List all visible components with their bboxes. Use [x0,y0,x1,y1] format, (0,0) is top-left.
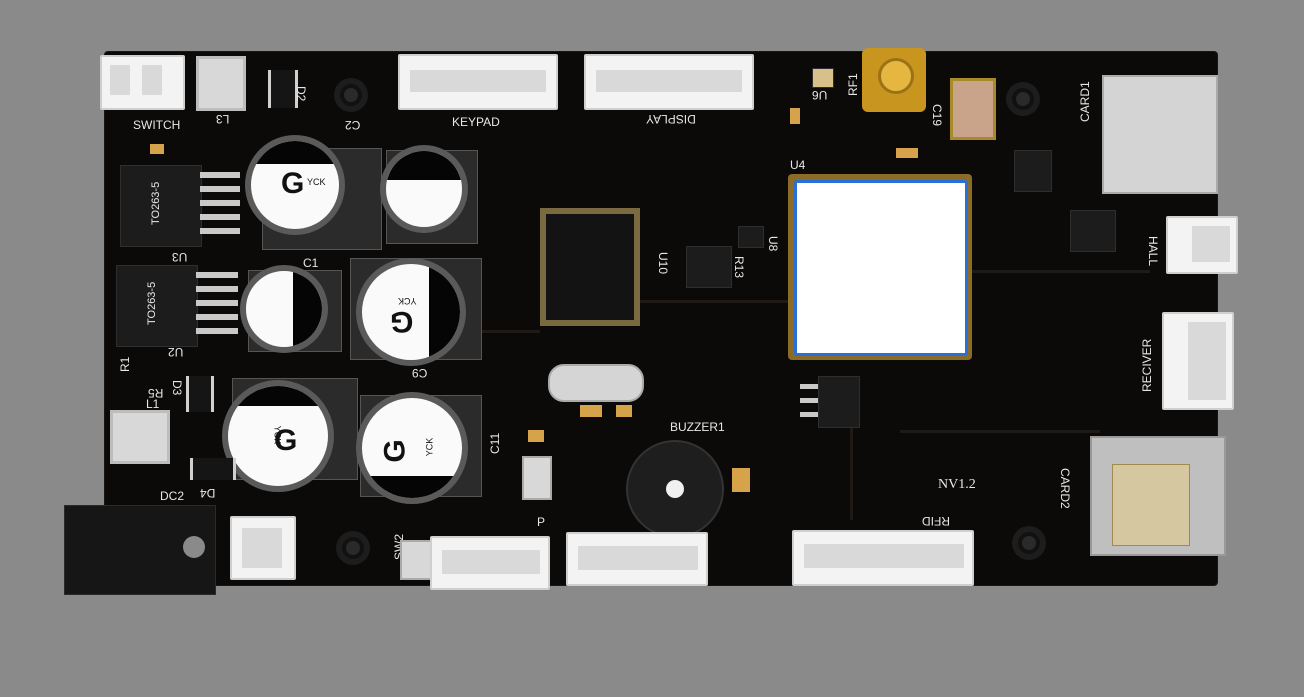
card1-label: CARD1 [1078,81,1092,122]
card2-label: CARD2 [1058,468,1072,509]
r1-label: R1 [118,356,132,372]
switch-label: SWITCH [133,118,181,132]
microcontroller-u10 [540,208,640,326]
pad [732,468,750,492]
u2-package-label: TO263-5 [146,281,158,325]
mounting-hole [1012,88,1034,110]
buzzer1-label: BUZZER1 [670,420,725,434]
pad [790,108,800,124]
c2-label: C2 [345,118,361,132]
u6-label: U6 [812,88,828,102]
u3-label: U3 [172,250,188,264]
trace [640,300,790,303]
trace [970,270,1150,273]
ic-chip [686,246,732,288]
rf1-sma-connector [862,48,926,112]
ic-chip [1070,210,1116,252]
crystal [548,364,644,402]
inductor-l1 [110,410,170,464]
regulator-u2 [116,265,198,347]
voltage-regulator [818,376,860,428]
rf1-label: RF1 [846,73,860,96]
u10-label: U10 [656,252,670,275]
u4-label: U4 [790,158,806,172]
d2-label: D2 [294,86,308,102]
d4-label: D4 [200,486,216,500]
hall-label: HALL [1146,236,1160,267]
dc2-label: DC2 [160,489,185,503]
keypad-label: KEYPAD [452,115,500,129]
u8-label: U8 [766,236,780,252]
diode-d3 [186,376,214,412]
buzzer [626,440,724,538]
c9-label: C9 [412,366,428,380]
regulator-u3 [120,165,202,247]
electrolytic-capacitor: G YCK [222,380,334,492]
c19-label: C19 [930,104,944,127]
switch-connector [100,55,185,110]
pad [528,430,544,442]
trace [900,430,1100,433]
electrolytic-capacitor [240,265,328,353]
ic-chip [1014,150,1052,192]
display-label: DISPLAY [646,112,696,126]
pad [616,405,632,417]
hall-connector [1166,216,1238,274]
pad [150,144,164,154]
card2-sim-slot [1090,436,1226,556]
d3-label: D3 [170,380,184,396]
c1-label: C1 [303,256,319,270]
r13-label: R13 [732,256,746,279]
trace [850,400,853,520]
rfid-label: RFID [922,514,950,528]
rfid-connector [792,530,974,586]
l3-label: L3 [216,112,230,126]
mounting-hole [342,537,364,559]
capacitor-c19 [950,78,996,140]
electrolytic-capacitor [380,145,468,233]
connector [430,536,550,590]
diode-d2 [268,70,298,108]
dc2-power-jack [64,505,216,595]
diode-d4 [190,458,236,480]
u3-package-label: TO263-5 [150,181,162,225]
sw2-button [400,540,432,580]
l1-label: L1 [146,397,160,411]
p-connector [566,532,708,586]
two-pin-connector [230,516,296,580]
p-label: P [537,515,546,529]
ic-chip [738,226,764,248]
trace [480,330,540,333]
electrolytic-capacitor-c1: G YCK [245,135,345,235]
antenna-connector-u6 [812,68,834,88]
reciver-connector [1162,312,1234,410]
card1-slot [1102,75,1218,194]
electrolytic-capacitor-c11: G YCK [356,392,468,504]
board-version-label: NV1.2 [938,477,976,492]
electrolytic-capacitor-c9: G YCK [356,258,466,366]
display-connector [584,54,754,110]
pad [580,405,602,417]
pad [896,148,918,158]
inductor-l3 [196,56,246,111]
mounting-hole [340,84,362,106]
mounting-hole [1018,532,1040,554]
c11-label: C11 [488,432,502,454]
keypad-connector [398,54,558,110]
reciver-label: RECIVER [1140,338,1154,392]
wireless-module-u4 [788,174,972,360]
u2-label: U2 [168,345,184,359]
tactile-switch [522,456,552,500]
